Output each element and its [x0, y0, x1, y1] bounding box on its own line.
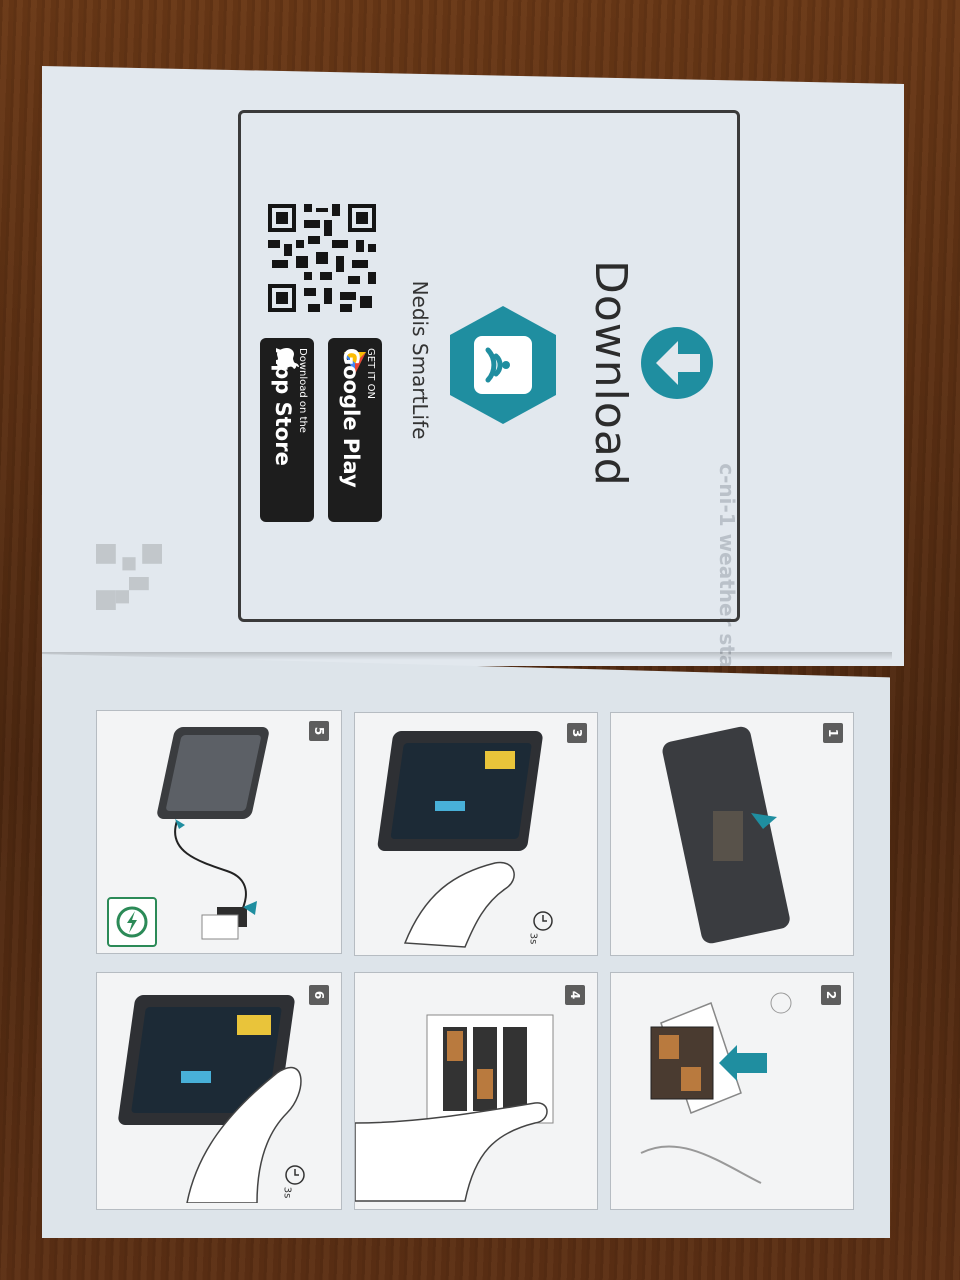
apple-icon	[277, 348, 299, 371]
app-store-small: Download on the	[297, 348, 308, 433]
app-store-badge[interactable]: Download on the App Store	[260, 338, 314, 522]
charging-cable-illustration	[174, 819, 257, 940]
app-store-text: Download on the App Store	[265, 348, 309, 512]
show-through-qr	[96, 544, 162, 610]
smartlife-logo-icon	[450, 306, 556, 424]
step-panel-6: 6 3s	[96, 972, 342, 1210]
power-icon-frame	[107, 897, 157, 947]
wifi-icon	[485, 347, 503, 383]
step-number: 6	[309, 985, 329, 1005]
step-number: 3	[567, 723, 587, 743]
timer-label: 3s	[527, 932, 539, 945]
step-panel-4: 4	[354, 972, 598, 1210]
timer-icon	[533, 911, 553, 931]
step-number: 4	[565, 985, 585, 1005]
google-play-badge[interactable]: GET IT ON Google Play	[328, 338, 382, 522]
step-panel-3: 3 3s	[354, 712, 598, 956]
solar-panel-illustration	[157, 727, 269, 819]
timer-label: 3s	[281, 1186, 293, 1199]
qr-code[interactable]	[264, 200, 380, 316]
battery-compartment-illustration	[426, 1014, 554, 1124]
outdoor-sensor-illustration	[640, 992, 792, 1184]
app-name: Nedis SmartLife	[408, 280, 432, 440]
hand-pressing-illustration	[403, 861, 515, 948]
hand-holding-illustration	[186, 1066, 302, 1203]
power-icon	[116, 906, 148, 938]
google-play-icon	[344, 352, 366, 374]
finger-pointing-illustration	[355, 1102, 548, 1202]
download-arrow-icon	[641, 327, 713, 399]
weather-station-display	[377, 731, 543, 851]
step-panel-2: 2	[610, 972, 854, 1210]
timer-icon	[285, 1165, 305, 1185]
page-fold	[42, 652, 892, 660]
google-play-small: GET IT ON	[365, 348, 376, 399]
step-panel-5: 5	[96, 710, 342, 954]
station-back-illustration	[662, 726, 790, 944]
app-store-big: App Store	[271, 348, 295, 466]
weather-station-display	[118, 995, 295, 1125]
google-play-text: GET IT ON Google Play	[333, 348, 377, 512]
step-panel-1: 1	[610, 712, 854, 956]
step-number: 1	[823, 723, 843, 743]
download-heading: Download	[585, 260, 636, 487]
google-play-big: Google Play	[339, 348, 363, 488]
download-box	[238, 110, 740, 622]
step-number: 5	[309, 721, 329, 741]
